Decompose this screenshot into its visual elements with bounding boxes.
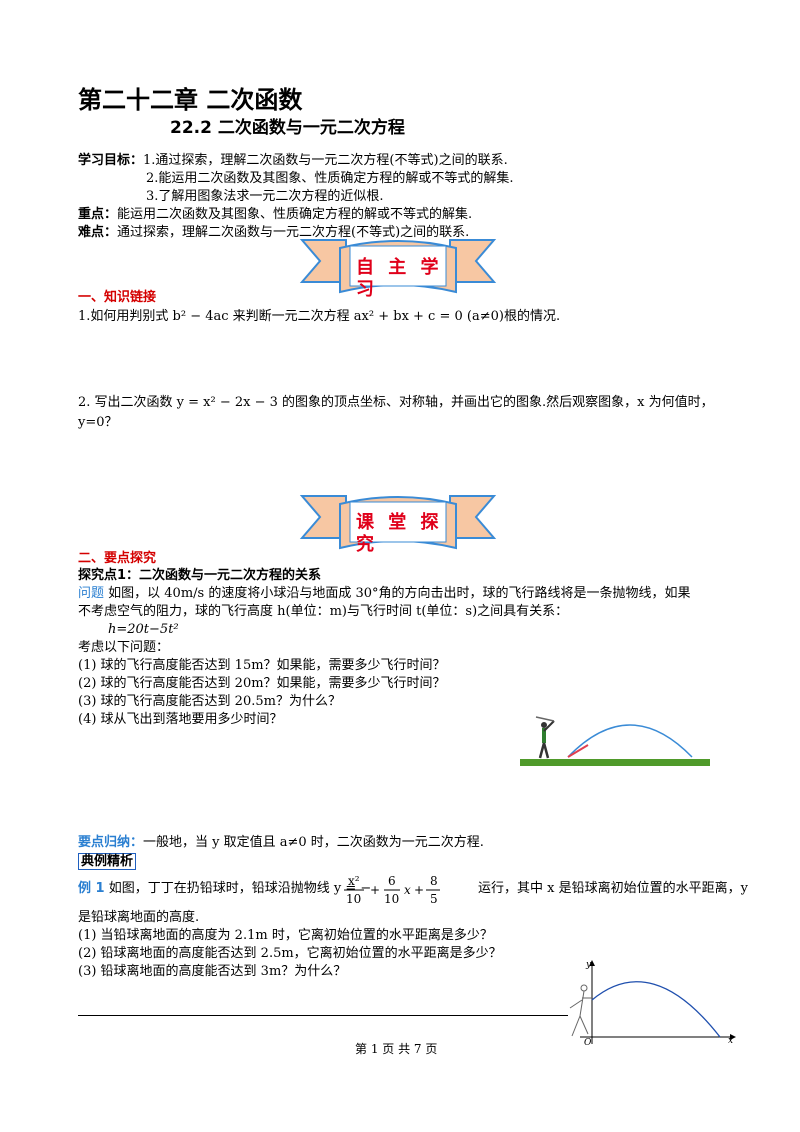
thrower-figure <box>569 984 592 1037</box>
problem-question-1: (1) 球的飞行高度能否达到 15m？如果能，需要多少飞行时间？ <box>78 658 446 673</box>
problem-line-2: 不考虑空气的阻力，球的飞行高度 h(单位：m)与飞行时间 t(单位：s)之间具有… <box>78 604 569 619</box>
part1-heading: 一、知识链接 <box>78 290 157 305</box>
golf-trajectory-illustration <box>520 716 710 766</box>
banner-self-study-text-2: 习 <box>356 279 378 300</box>
section-title: 22.2 二次函数与一元二次方程 <box>170 118 405 138</box>
objective-1: 1.通过探索，理解二次函数与一元二次方程(不等式)之间的联系. <box>143 153 508 168</box>
focus-line: 重点：能运用二次函数及其图象、性质确定方程的解或不等式的解集. <box>78 206 472 224</box>
svg-text:+: + <box>370 883 380 897</box>
example-line-1: 例 1 如图，丁丁在扔铅球时，铅球沿抛物线 y = − <box>78 880 371 898</box>
focus-label: 重点： <box>78 207 118 222</box>
footer-rule <box>78 1015 568 1016</box>
objective-3: 3.了解用图象法求一元二次方程的近似根. <box>146 189 384 204</box>
launch-arrow <box>567 744 589 758</box>
part2-subheading: 探究点1：二次函数与一元二次方程的关系 <box>78 568 322 583</box>
difficulty-line: 难点：通过探索，理解二次函数与一元二次方程(不等式)之间的联系. <box>78 224 469 242</box>
shot-trajectory <box>591 981 721 1038</box>
objectives-label: 学习目标： <box>78 153 144 168</box>
svg-text:5: 5 <box>430 892 438 906</box>
graph-origin-label: O <box>584 1038 592 1048</box>
objective-2: 2.能运用二次函数及其图象、性质确定方程的解或不等式的解集. <box>146 171 514 186</box>
banner-class-explore-text-2: 究 <box>356 534 378 555</box>
problem-question-4: (4) 球从飞出到落地要用多少时间？ <box>78 712 283 727</box>
svg-text:10: 10 <box>346 892 361 906</box>
summary-label: 要点归纳： <box>78 835 144 850</box>
question-1: 1.如何用判别式 b² − 4ac 来判断一元二次方程 ax² + bx + c… <box>78 309 561 324</box>
height-formula: h=20t−5t² <box>108 622 179 637</box>
graph-y-label: y <box>586 960 592 970</box>
summary-text: 一般地，当 y 取定值且 a≠0 时，二次函数为一元二次方程. <box>143 835 484 850</box>
problem-question-2: (2) 球的飞行高度能否达到 20m？如果能，需要多少飞行时间？ <box>78 676 446 691</box>
example-label: 例 1 <box>78 881 105 896</box>
problem-text-1: 如图，以 40m/s 的速度将小球沿与地面成 30°角的方向击出时，球的飞行路线… <box>104 586 691 601</box>
page-number: 第 1 页 共 7 页 <box>355 1042 438 1056</box>
difficulty-text: 通过探索，理解二次函数与一元二次方程(不等式)之间的联系. <box>117 225 470 240</box>
example-line-2: 是铅球离地面的高度. <box>78 910 200 925</box>
summary-line: 要点归纳：一般地，当 y 取定值且 a≠0 时，二次函数为一元二次方程. <box>78 834 484 852</box>
example-text-1c: 运行，其中 x 是铅球离初始位置的水平距离，y <box>478 881 748 896</box>
svg-text:x²: x² <box>348 874 360 888</box>
problem-question-3: (3) 球的飞行高度能否达到 20.5m？为什么？ <box>78 694 341 709</box>
example-formula-fractions: x² 10 + 6 10 x + 8 5 <box>344 874 440 906</box>
ground-strip <box>520 759 710 766</box>
question-2-line2: y=0？ <box>78 415 118 430</box>
shot-put-graph <box>569 960 736 1044</box>
banner-class-explore <box>299 495 497 550</box>
example-question-1: (1) 当铅球离地面的高度为 2.1m 时，它离初始位置的水平距离是多少？ <box>78 928 493 943</box>
problem-label: 问题 <box>78 586 105 601</box>
svg-text:x: x <box>404 883 411 897</box>
difficulty-label: 难点： <box>78 225 118 240</box>
svg-text:8: 8 <box>430 874 438 888</box>
example-question-3: (3) 铅球离地面的高度能否达到 3m？为什么？ <box>78 964 347 979</box>
example-box-wrap: 典例精析 <box>78 853 137 871</box>
chapter-title: 第二十二章 二次函数 <box>78 86 303 114</box>
example-section-label: 典例精析 <box>78 853 137 870</box>
banner-self-study-text-1: 自 主 学 <box>356 257 443 278</box>
banner-self-study <box>299 239 497 294</box>
focus-text: 能运用二次函数及其图象、性质确定方程的解或不等式的解集. <box>117 207 473 222</box>
part2-heading: 二、要点探究 <box>78 551 157 566</box>
example-question-2: (2) 铅球离地面的高度能否达到 2.5m，它离初始位置的水平距离是多少？ <box>78 946 502 961</box>
objective-line-1: 学习目标：1.通过探索，理解二次函数与一元二次方程(不等式)之间的联系. <box>78 152 508 170</box>
golfer-figure <box>535 716 555 759</box>
consider-text: 考虑以下问题： <box>78 640 170 655</box>
banner-class-explore-text-1: 课 堂 探 <box>356 512 443 533</box>
svg-text:10: 10 <box>384 892 399 906</box>
question-2-line1: 2. 写出二次函数 y = x² − 2x − 3 的图象的顶点坐标、对称轴，并… <box>78 395 714 410</box>
graph-x-label: x <box>728 1036 734 1046</box>
svg-text:+: + <box>414 883 424 897</box>
example-text-1a: 如图，丁丁在扔铅球时，铅球沿抛物线 y = − <box>104 881 372 896</box>
svg-text:6: 6 <box>388 874 396 888</box>
problem-line-1: 问题 如图，以 40m/s 的速度将小球沿与地面成 30°角的方向击出时，球的飞… <box>78 585 691 603</box>
ball-trajectory <box>567 724 693 758</box>
